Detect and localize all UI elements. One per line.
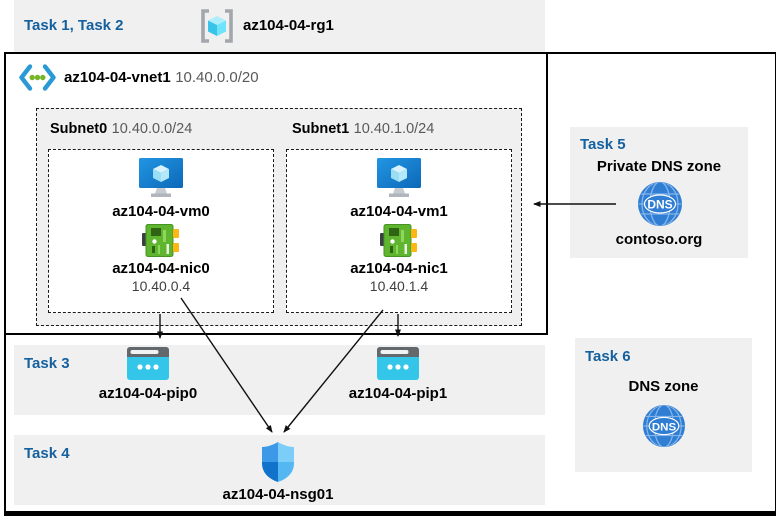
subnet1-items-box: az104-04-vm1 az104-04-nic1 10.40.1.4	[286, 149, 512, 313]
resource-group-name: az104-04-rg1	[243, 17, 334, 34]
task6-label: Task 6	[585, 348, 631, 365]
virtual-network-icon	[19, 64, 56, 91]
vm-icon	[376, 157, 422, 198]
nsg-shield-icon	[260, 441, 296, 483]
pip0-name: az104-04-pip0	[98, 385, 198, 402]
dns-icon-text: DNS	[647, 198, 672, 212]
pip0-group: az104-04-pip0	[83, 347, 213, 402]
nsg-name: az104-04-nsg01	[222, 486, 334, 503]
dns-zone-icon: DNS	[642, 404, 686, 448]
nic-icon	[142, 224, 180, 257]
task12-label: Task 1, Task 2	[24, 17, 124, 34]
nic-icon	[380, 224, 418, 257]
pip1-name: az104-04-pip1	[348, 385, 448, 402]
subnet0-items-box: az104-04-vm0 az104-04-nic0 10.40.0.4	[48, 149, 274, 313]
subnet0-name: Subnet0	[50, 121, 108, 137]
nic-name: az104-04-nic1	[350, 260, 448, 277]
dns-zone-icon: DNS	[637, 181, 683, 227]
nic-name: az104-04-nic0	[112, 260, 210, 277]
dns-icon-text: DNS	[652, 421, 677, 433]
resource-group-icon	[198, 8, 236, 44]
vm-icon	[138, 157, 184, 198]
vm-name: az104-04-vm1	[350, 203, 448, 220]
task3-label: Task 3	[24, 355, 70, 372]
subnet1-title: Subnet1 10.40.1.0/24	[292, 120, 434, 138]
task3-band	[14, 345, 545, 415]
subnet0-cidr: 10.40.0.0/24	[111, 121, 193, 137]
task12-band	[14, 0, 545, 52]
vnet-cidr: 10.40.0.0/20	[175, 69, 259, 86]
vnet-title: az104-04-vnet1 10.40.0.0/20	[64, 69, 259, 87]
task6-title: DNS zone	[628, 378, 699, 395]
subnet1-cidr: 10.40.1.0/24	[353, 121, 435, 137]
task5-zone-name: contoso.org	[615, 231, 703, 248]
nic-ip: 10.40.1.4	[369, 278, 429, 294]
vnet-name: az104-04-vnet1	[64, 69, 171, 86]
pip1-group: az104-04-pip1	[333, 347, 463, 402]
public-ip-icon	[377, 347, 419, 380]
task5-label: Task 5	[580, 136, 626, 153]
nic-ip: 10.40.0.4	[131, 278, 191, 294]
subnet0-title: Subnet0 10.40.0.0/24	[50, 120, 192, 138]
subnet1-name: Subnet1	[292, 121, 350, 137]
task5-title: Private DNS zone	[596, 158, 722, 175]
vm-name: az104-04-vm0	[112, 203, 210, 220]
nsg-group: az104-04-nsg01	[218, 441, 338, 503]
public-ip-icon	[127, 347, 169, 380]
task4-label: Task 4	[24, 445, 70, 462]
